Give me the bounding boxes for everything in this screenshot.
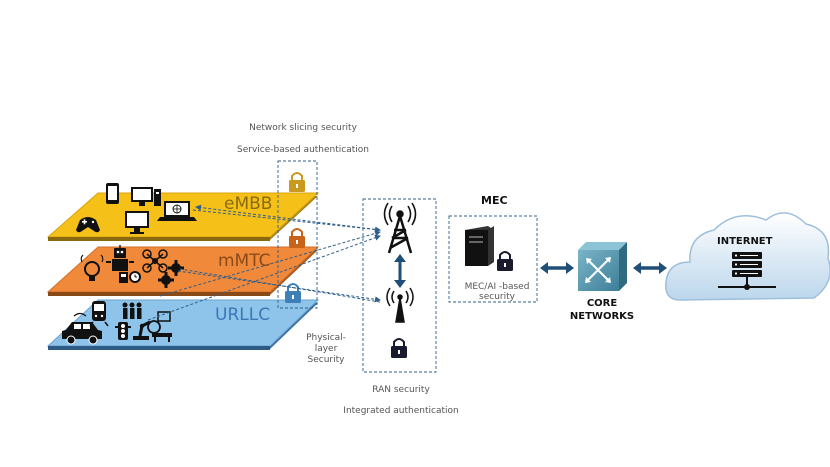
- laptop-icon: [157, 201, 197, 221]
- urllc-slice: [46, 299, 320, 350]
- gamepad-icon: [76, 217, 100, 233]
- monitor-icon: [125, 211, 149, 234]
- drone-icon: [142, 249, 168, 273]
- core-internet-arrow: [633, 262, 667, 274]
- cell-tower-icon: [383, 202, 417, 254]
- car-icon: [62, 312, 102, 345]
- lock-icon: [497, 251, 513, 271]
- slice-security-box: [277, 160, 318, 309]
- mec-box: [448, 215, 538, 303]
- lock-icon: [391, 338, 407, 358]
- ran-security-box: [362, 198, 437, 373]
- embb-label: eMBB: [224, 194, 273, 214]
- traffic-light-icon: [115, 322, 131, 340]
- gear-icon: [168, 260, 184, 276]
- train-icon: [89, 301, 109, 327]
- people-icon: [122, 302, 142, 319]
- core-router-icon: [578, 242, 627, 291]
- mec-core-arrow: [540, 262, 574, 274]
- internet-label: INTERNET: [717, 236, 773, 247]
- network-slicing-security-label: Network slicing security: [249, 123, 357, 133]
- server-icon: [465, 226, 494, 266]
- urllc-label: URLLC: [215, 305, 271, 325]
- mec-ai-security-label: MEC/AI -based security: [464, 282, 530, 302]
- sensor-icon: [119, 272, 128, 283]
- ran-security-label: RAN security: [372, 385, 430, 395]
- core-networks-label: CORE NETWORKS: [569, 298, 635, 322]
- robot-icon: [106, 245, 134, 271]
- service-based-authentication-label: Service-based authentication: [237, 145, 369, 155]
- physical-layer-security-label: Physical-layer Security: [306, 333, 346, 365]
- lock-icon: [289, 172, 305, 192]
- database-server-icon: [718, 252, 776, 290]
- lock-icon: [289, 228, 305, 248]
- mmtc-label: mMTC: [218, 251, 271, 271]
- mec-label: MEC: [481, 194, 508, 207]
- bidirectional-arrow: [394, 254, 406, 288]
- slice-connections: [147, 204, 381, 321]
- smart-bulb-icon: [80, 254, 104, 281]
- smartphone-icon: [106, 183, 119, 204]
- small-cell-antenna-icon: [386, 287, 414, 323]
- desktop-computer-icon: [131, 187, 161, 206]
- integrated-authentication-label: Integrated authentication: [343, 406, 459, 416]
- clock-icon: [129, 271, 141, 283]
- gear-icon: [158, 272, 174, 288]
